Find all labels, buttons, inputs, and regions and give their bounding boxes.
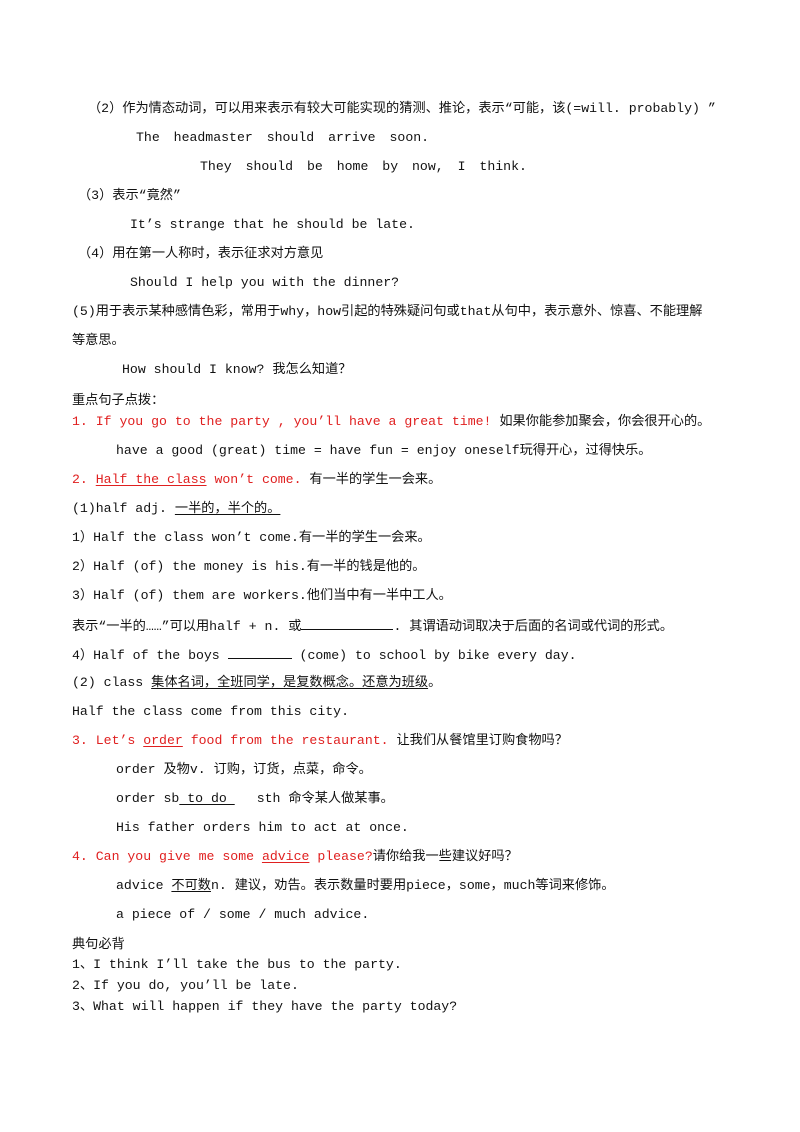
order-example: His father orders him to act at once. [116,820,409,835]
text-line-modal-verb-usage: （2）作为情态动词，可以用来表示有较大可能实现的猜测、推论，表示“可能，该(=w… [88,101,716,116]
order-sb-text-cont: sth 命令某人做某事。 [256,791,394,806]
key-sentence-2-cn: 有一半的学生一会来。 [301,472,442,487]
half-rule-text: 表示“一半的……”可以用half + n. 或 [72,619,302,634]
class-noun-meaning: 集体名词，全班同学，是复数概念。还意为班级 [151,675,429,690]
order-to-do-underlined: to do [179,791,235,806]
class-noun-line: (2) class 集体名词，全班同学，是复数概念。还意为班级。 [72,674,441,692]
half-rule-line: 表示“一半的……”可以用half + n. 或 . 其谓语动词取决于后面的名词或代… [72,616,673,636]
example-how-should-i-know: How should I know? 我怎么知道？ [122,362,352,377]
advice-example: a piece of / some / much advice. [116,907,370,922]
key-sentence-4-en: please? [309,849,373,864]
text-line-surprisingly: （3）表示“竟然” [78,188,181,203]
example-headmaster: The headmaster should arrive soon. [136,130,430,145]
example-home-by-now: They should be home by now, I think. [200,159,527,174]
key-sentence-1-en: 1. If you go to the party , you’ll have … [72,414,492,429]
advice-definition-cont: n. 建议，劝告。表示数量时要用piece，some，much等词来修饰。 [210,878,615,893]
half-adj-line: (1)half adj. 一半的，半个的。 [72,500,280,518]
text-line-first-person: （4）用在第一人称时，表示征求对方意见 [78,246,324,261]
fill-blank-2[interactable] [227,645,292,659]
key-sentence-1-cn: 如果你能参加聚会，你会很开心的。 [491,414,711,429]
half-adj-meaning: 一半的，半个的。 [174,501,281,516]
key-sentence-4-num: 4. Can you give me some [72,849,262,864]
key-sentence-1: 1. If you go to the party , you’ll have … [72,413,710,431]
key-sentence-2: 2. Half the class won’t come. 有一半的学生一会来。 [72,471,441,489]
order-sb-to-do: order sb to do sth 命令某人做某事。 [116,790,394,808]
key-sentence-3-underlined: order [143,733,183,748]
half-example-3: 3）Half (of) them are workers.他们当中有一半中工人。 [72,588,452,603]
key-sentence-2-en: won’t come. [206,472,302,487]
advice-label: advice [116,878,172,893]
key-sentence-4-cn: 请你给我一些建议好吗？ [372,849,518,864]
key-sentence-3-en: food from the restaurant. [182,733,389,748]
key-sentence-4: 4. Can you give me some advice please?请你… [72,848,518,866]
section-heading-typical-sentences: 典句必背 [72,937,125,952]
class-noun-label: (2) class [72,675,152,690]
typical-sentence-3: 3、What will happen if they have the part… [72,999,458,1014]
text-line-emotion: (5)用于表示某种感情色彩，常用于why，how引起的特殊疑问句或that从句中… [72,304,703,319]
advice-definition: advice 不可数n. 建议，劝告。表示数量时要用piece，some，muc… [116,877,615,895]
advice-uncountable: 不可数 [171,878,211,893]
example-help-dinner: Should I help you with the dinner? [130,275,400,290]
key-sentence-4-underlined: advice [261,849,310,864]
order-definition: order 及物v. 订购，订货，点菜，命令。 [116,762,372,777]
key-sentence-2-num: 2. [72,472,96,487]
section-heading-key-sentences: 重点句子点拨： [72,393,165,408]
typical-sentence-2: 2、If you do, you’ll be late. [72,978,299,993]
key-sentence-3-num: 3. Let’s [72,733,144,748]
half-rule-text-cont: . 其谓语动词取决于后面的名词或代词的形式。 [393,619,674,634]
half-adj-label: (1)half adj. [72,501,175,516]
order-sb-text: order sb [116,791,180,806]
key-sentence-2-underlined: Half the class [95,472,207,487]
example-strange-late: It’s strange that he should be late. [130,217,415,232]
key-sentence-3-cn: 让我们从餐馆里订购食物吗？ [388,733,568,748]
half-example-2: 2）Half (of) the money is his.有一半的钱是他的。 [72,559,426,574]
fill-blank-1[interactable] [301,616,394,630]
class-noun-end: 。 [428,675,442,690]
text-line-emotion-cont: 等意思。 [72,333,125,348]
class-example: Half the class come from this city. [72,704,349,719]
phrase-have-a-good-time: have a good (great) time = have fun = en… [116,443,652,458]
key-sentence-3: 3. Let’s order food from the restaurant.… [72,732,568,750]
half-example-1: 1）Half the class won’t come.有一半的学生一会来。 [72,530,431,545]
half-exercise-text-cont: (come) to school by bike every day. [291,648,577,663]
half-exercise-line: 4）Half of the boys (come) to school by b… [72,645,577,665]
typical-sentence-1: 1、I think I’ll take the bus to the party… [72,957,402,972]
half-exercise-text: 4）Half of the boys [72,648,228,663]
